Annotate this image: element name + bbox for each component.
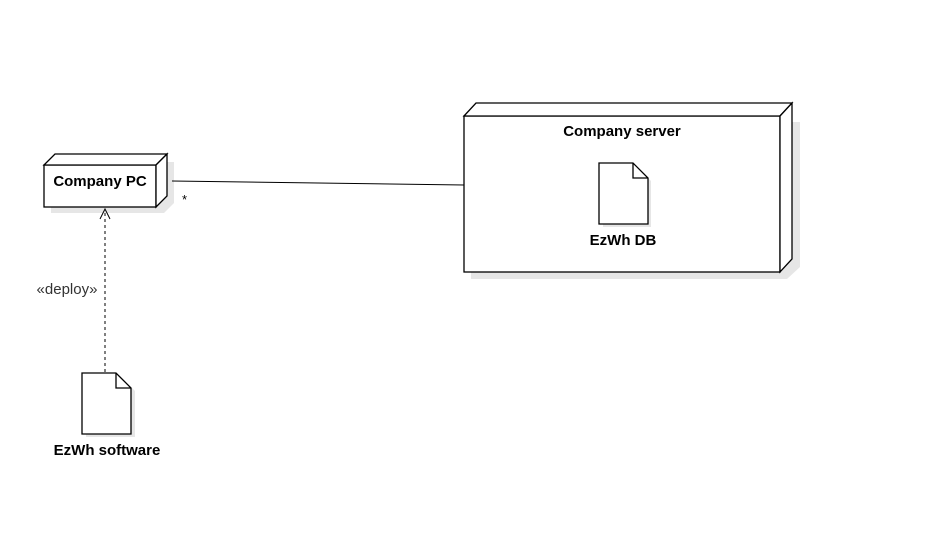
ezwh-software-document-icon <box>81 372 132 435</box>
company-pc-node-side <box>155 152 168 209</box>
company-server-node[interactable]: Company server EzWh DB <box>462 101 800 279</box>
ezwh-software-document-fold <box>115 373 131 389</box>
ezwh-db-label: EzWh DB <box>590 232 657 249</box>
company-server-label: Company server <box>563 123 681 140</box>
ezwh-db-artifact[interactable]: EzWh DB <box>590 162 657 249</box>
company-pc-node[interactable]: Company PC <box>42 152 174 213</box>
company-pc-node-top <box>42 153 169 166</box>
company-pc-label: Company PC <box>53 173 147 190</box>
deploy-dependency[interactable]: «deploy» <box>37 207 111 372</box>
deploy-stereotype-label: «deploy» <box>37 281 98 298</box>
ezwh-db-document-icon <box>598 162 649 225</box>
company-server-node-side <box>779 101 793 274</box>
pc-server-multiplicity: * <box>182 192 187 207</box>
pc-server-association[interactable]: * <box>171 180 465 207</box>
deploy-dependency-arrowhead <box>99 207 111 220</box>
ezwh-software-label: EzWh software <box>54 442 161 459</box>
ezwh-software-artifact[interactable]: EzWh software <box>54 372 161 459</box>
company-server-node-top <box>462 102 794 117</box>
pc-server-association-line <box>171 180 465 186</box>
ezwh-db-document-fold <box>632 163 648 179</box>
